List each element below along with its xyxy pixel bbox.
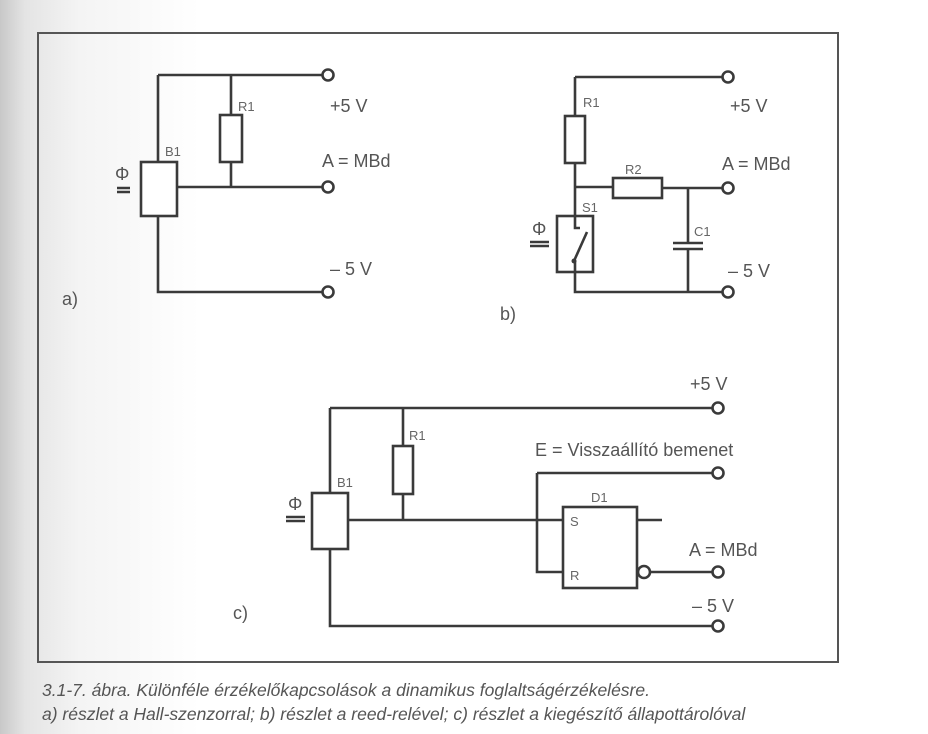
- plus-label: +5 V: [330, 96, 368, 116]
- panel-a-label: a): [62, 289, 78, 309]
- out-label: A = MBd: [722, 154, 791, 174]
- phi-label: Φ: [532, 219, 546, 239]
- s-input-label: S: [570, 514, 579, 529]
- minus-label: – 5 V: [692, 596, 734, 616]
- panel-b-label: b): [500, 304, 516, 324]
- resistor-r2: [611, 176, 664, 200]
- out-label: A = MBd: [689, 540, 758, 560]
- r1-label: R1: [409, 428, 426, 443]
- minus-label: – 5 V: [330, 259, 372, 279]
- flipflop-d1: [561, 505, 639, 590]
- r1-label: R1: [583, 95, 600, 110]
- hall-sensor-b1: [139, 160, 179, 218]
- reed-switch-s1: [555, 214, 595, 274]
- terminal-out: [711, 565, 725, 579]
- r2-label: R2: [625, 162, 642, 177]
- magnetic-field-icon: [117, 186, 130, 194]
- b1-label: B1: [337, 475, 353, 490]
- terminal-minus: [711, 619, 725, 633]
- figure-frame: [37, 32, 839, 663]
- minus-label: – 5 V: [728, 261, 770, 281]
- s1-label: S1: [582, 200, 598, 215]
- resistor-r1: [218, 113, 244, 164]
- switch-pivot: [571, 258, 577, 264]
- panel-c-label: c): [233, 603, 248, 623]
- terminal-plus: [321, 68, 335, 82]
- phi-label: Φ: [115, 164, 129, 184]
- caption-line-2: a) részlet a Hall-szenzorral; b) részlet…: [42, 704, 746, 724]
- panel-c-circuit: Φ R1 B1 D1 S R +5 V E = Visszaállító bem…: [233, 374, 758, 633]
- c1-label: C1: [694, 224, 711, 239]
- caption-line-1: 3.1-7. ábra. Különféle érzékelőkapcsolás…: [42, 680, 650, 700]
- out-label: A = MBd: [322, 151, 391, 171]
- resistor-r1: [391, 444, 415, 496]
- b1-label: B1: [165, 144, 181, 159]
- reset-label: E = Visszaállító bemenet: [535, 440, 733, 460]
- terminal-plus: [711, 401, 725, 415]
- r1-label: R1: [238, 99, 255, 114]
- inverted-output-bubble: [636, 564, 652, 580]
- terminal-out: [321, 180, 335, 194]
- plus-label: +5 V: [690, 374, 728, 394]
- terminal-reset: [711, 466, 725, 480]
- magnetic-field-icon: [530, 240, 549, 248]
- d1-label: D1: [591, 490, 608, 505]
- terminal-out: [721, 181, 735, 195]
- hall-sensor-b1: [310, 491, 350, 551]
- capacitor-c1: [673, 241, 703, 251]
- panel-a-circuit: Φ R1 B1 +5 V A = MBd – 5 V a): [62, 68, 391, 309]
- terminal-minus: [321, 285, 335, 299]
- scan-shading: [0, 0, 200, 734]
- magnetic-field-icon: [286, 515, 305, 523]
- plus-label: +5 V: [730, 96, 768, 116]
- panel-b-circuit: Φ R1 R2 S1 C1 +5 V A = MBd – 5 V b): [500, 70, 791, 324]
- r-input-label: R: [570, 568, 579, 583]
- terminal-minus: [721, 285, 735, 299]
- terminal-plus: [721, 70, 735, 84]
- resistor-r1: [563, 114, 587, 165]
- phi-label: Φ: [288, 494, 302, 514]
